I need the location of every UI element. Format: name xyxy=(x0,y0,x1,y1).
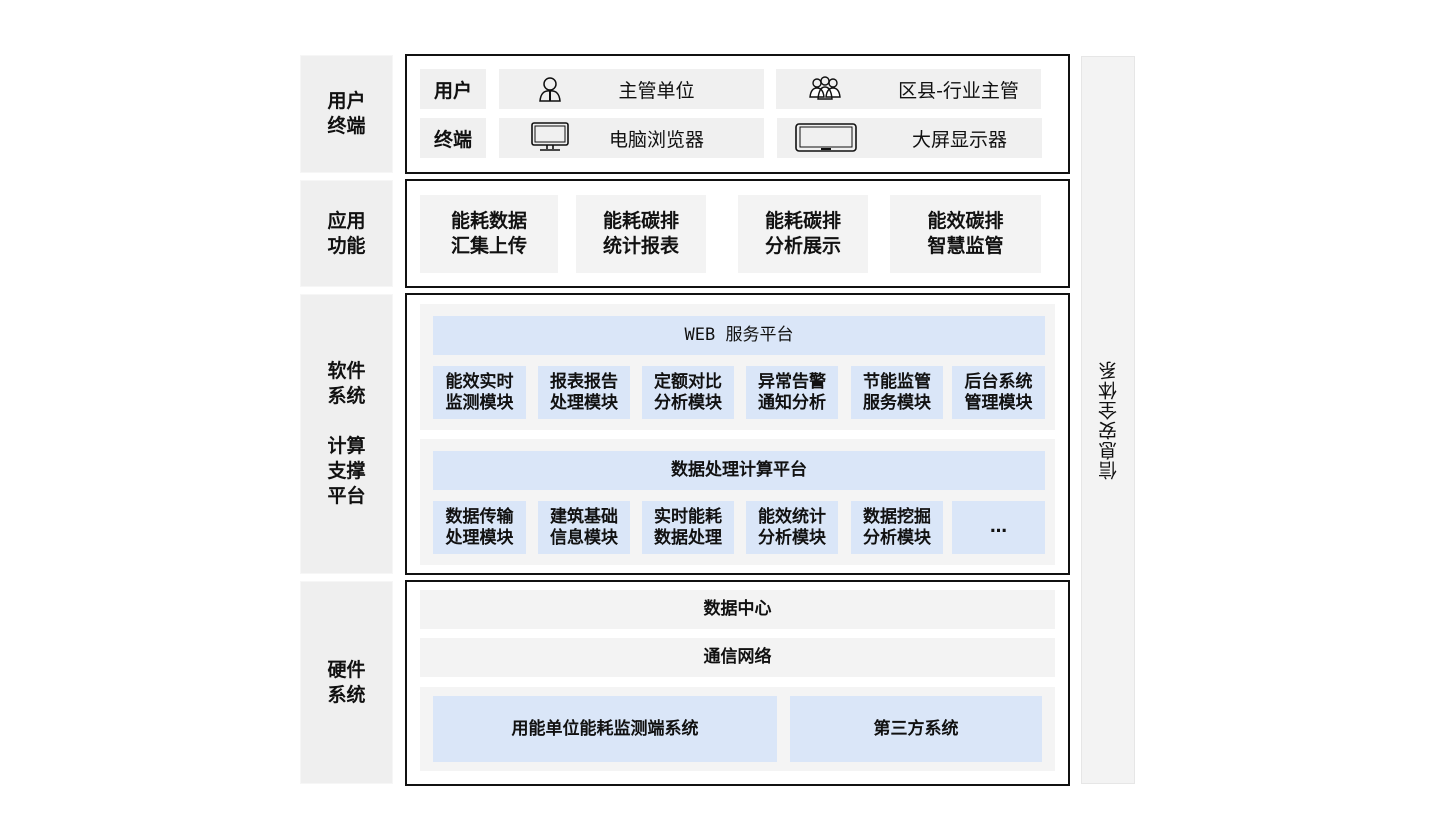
compute-module-more: … xyxy=(952,501,1045,554)
layer-label-app-function: 应用 功能 xyxy=(300,180,393,287)
terminal-label: 终端 xyxy=(420,118,486,158)
group-icon xyxy=(809,76,841,100)
data-center: 数据中心 xyxy=(420,590,1055,629)
security-column: 信息安全体系 xyxy=(1081,56,1135,784)
compute-module: 数据挖掘 分析模块 xyxy=(851,501,943,554)
app-data-upload: 能耗数据 汇集上传 xyxy=(420,195,558,273)
web-module: 后台系统 管理模块 xyxy=(952,366,1045,419)
monitor-icon xyxy=(531,122,569,151)
layer-label-user-terminal: 用户 终端 xyxy=(300,55,393,173)
user-supervisor-label: 主管单位 xyxy=(618,79,695,102)
web-module: 异常告警 通知分析 xyxy=(746,366,838,419)
terminal-pc: 电脑浏览器 xyxy=(499,118,764,158)
app-smart-supervision: 能效碳排 智慧监管 xyxy=(890,195,1041,273)
third-party-system: 第三方系统 xyxy=(790,696,1042,762)
terminal-screen: 大屏显示器 xyxy=(777,118,1042,158)
compute-module: 数据传输 处理模块 xyxy=(433,501,526,554)
layer-label-hardware: 硬件 系统 xyxy=(300,581,393,784)
compute-platform-title: 数据处理计算平台 xyxy=(433,451,1045,490)
terminal-pc-label: 电脑浏览器 xyxy=(608,128,704,151)
person-icon xyxy=(539,77,561,102)
large-screen-icon xyxy=(795,123,857,152)
compute-module: 实时能耗 数据处理 xyxy=(642,501,734,554)
web-platform-title: WEB 服务平台 xyxy=(433,316,1045,355)
app-stat-report: 能耗碳排 统计报表 xyxy=(576,195,706,273)
security-label: 信息安全体系 xyxy=(1097,360,1120,480)
web-module: 节能监管 服务模块 xyxy=(851,366,943,419)
comm-network: 通信网络 xyxy=(420,638,1055,677)
monitoring-system: 用能单位能耗监测端系统 xyxy=(433,696,777,762)
compute-module: 建筑基础 信息模块 xyxy=(538,501,630,554)
terminal-screen-label: 大屏显示器 xyxy=(911,128,1007,151)
web-module: 定额对比 分析模块 xyxy=(642,366,734,419)
user-supervisor: 主管单位 xyxy=(499,69,764,109)
layer-label-software: 软件 系统 计算 支撑 平台 xyxy=(300,294,393,574)
web-module: 能效实时 监测模块 xyxy=(433,366,526,419)
user-label: 用户 xyxy=(420,69,486,109)
user-district: 区县-行业主管 xyxy=(776,69,1041,109)
user-district-label: 区县-行业主管 xyxy=(898,79,1019,102)
app-analysis-display: 能耗碳排 分析展示 xyxy=(738,195,868,273)
web-module: 报表报告 处理模块 xyxy=(538,366,630,419)
compute-module: 能效统计 分析模块 xyxy=(746,501,838,554)
